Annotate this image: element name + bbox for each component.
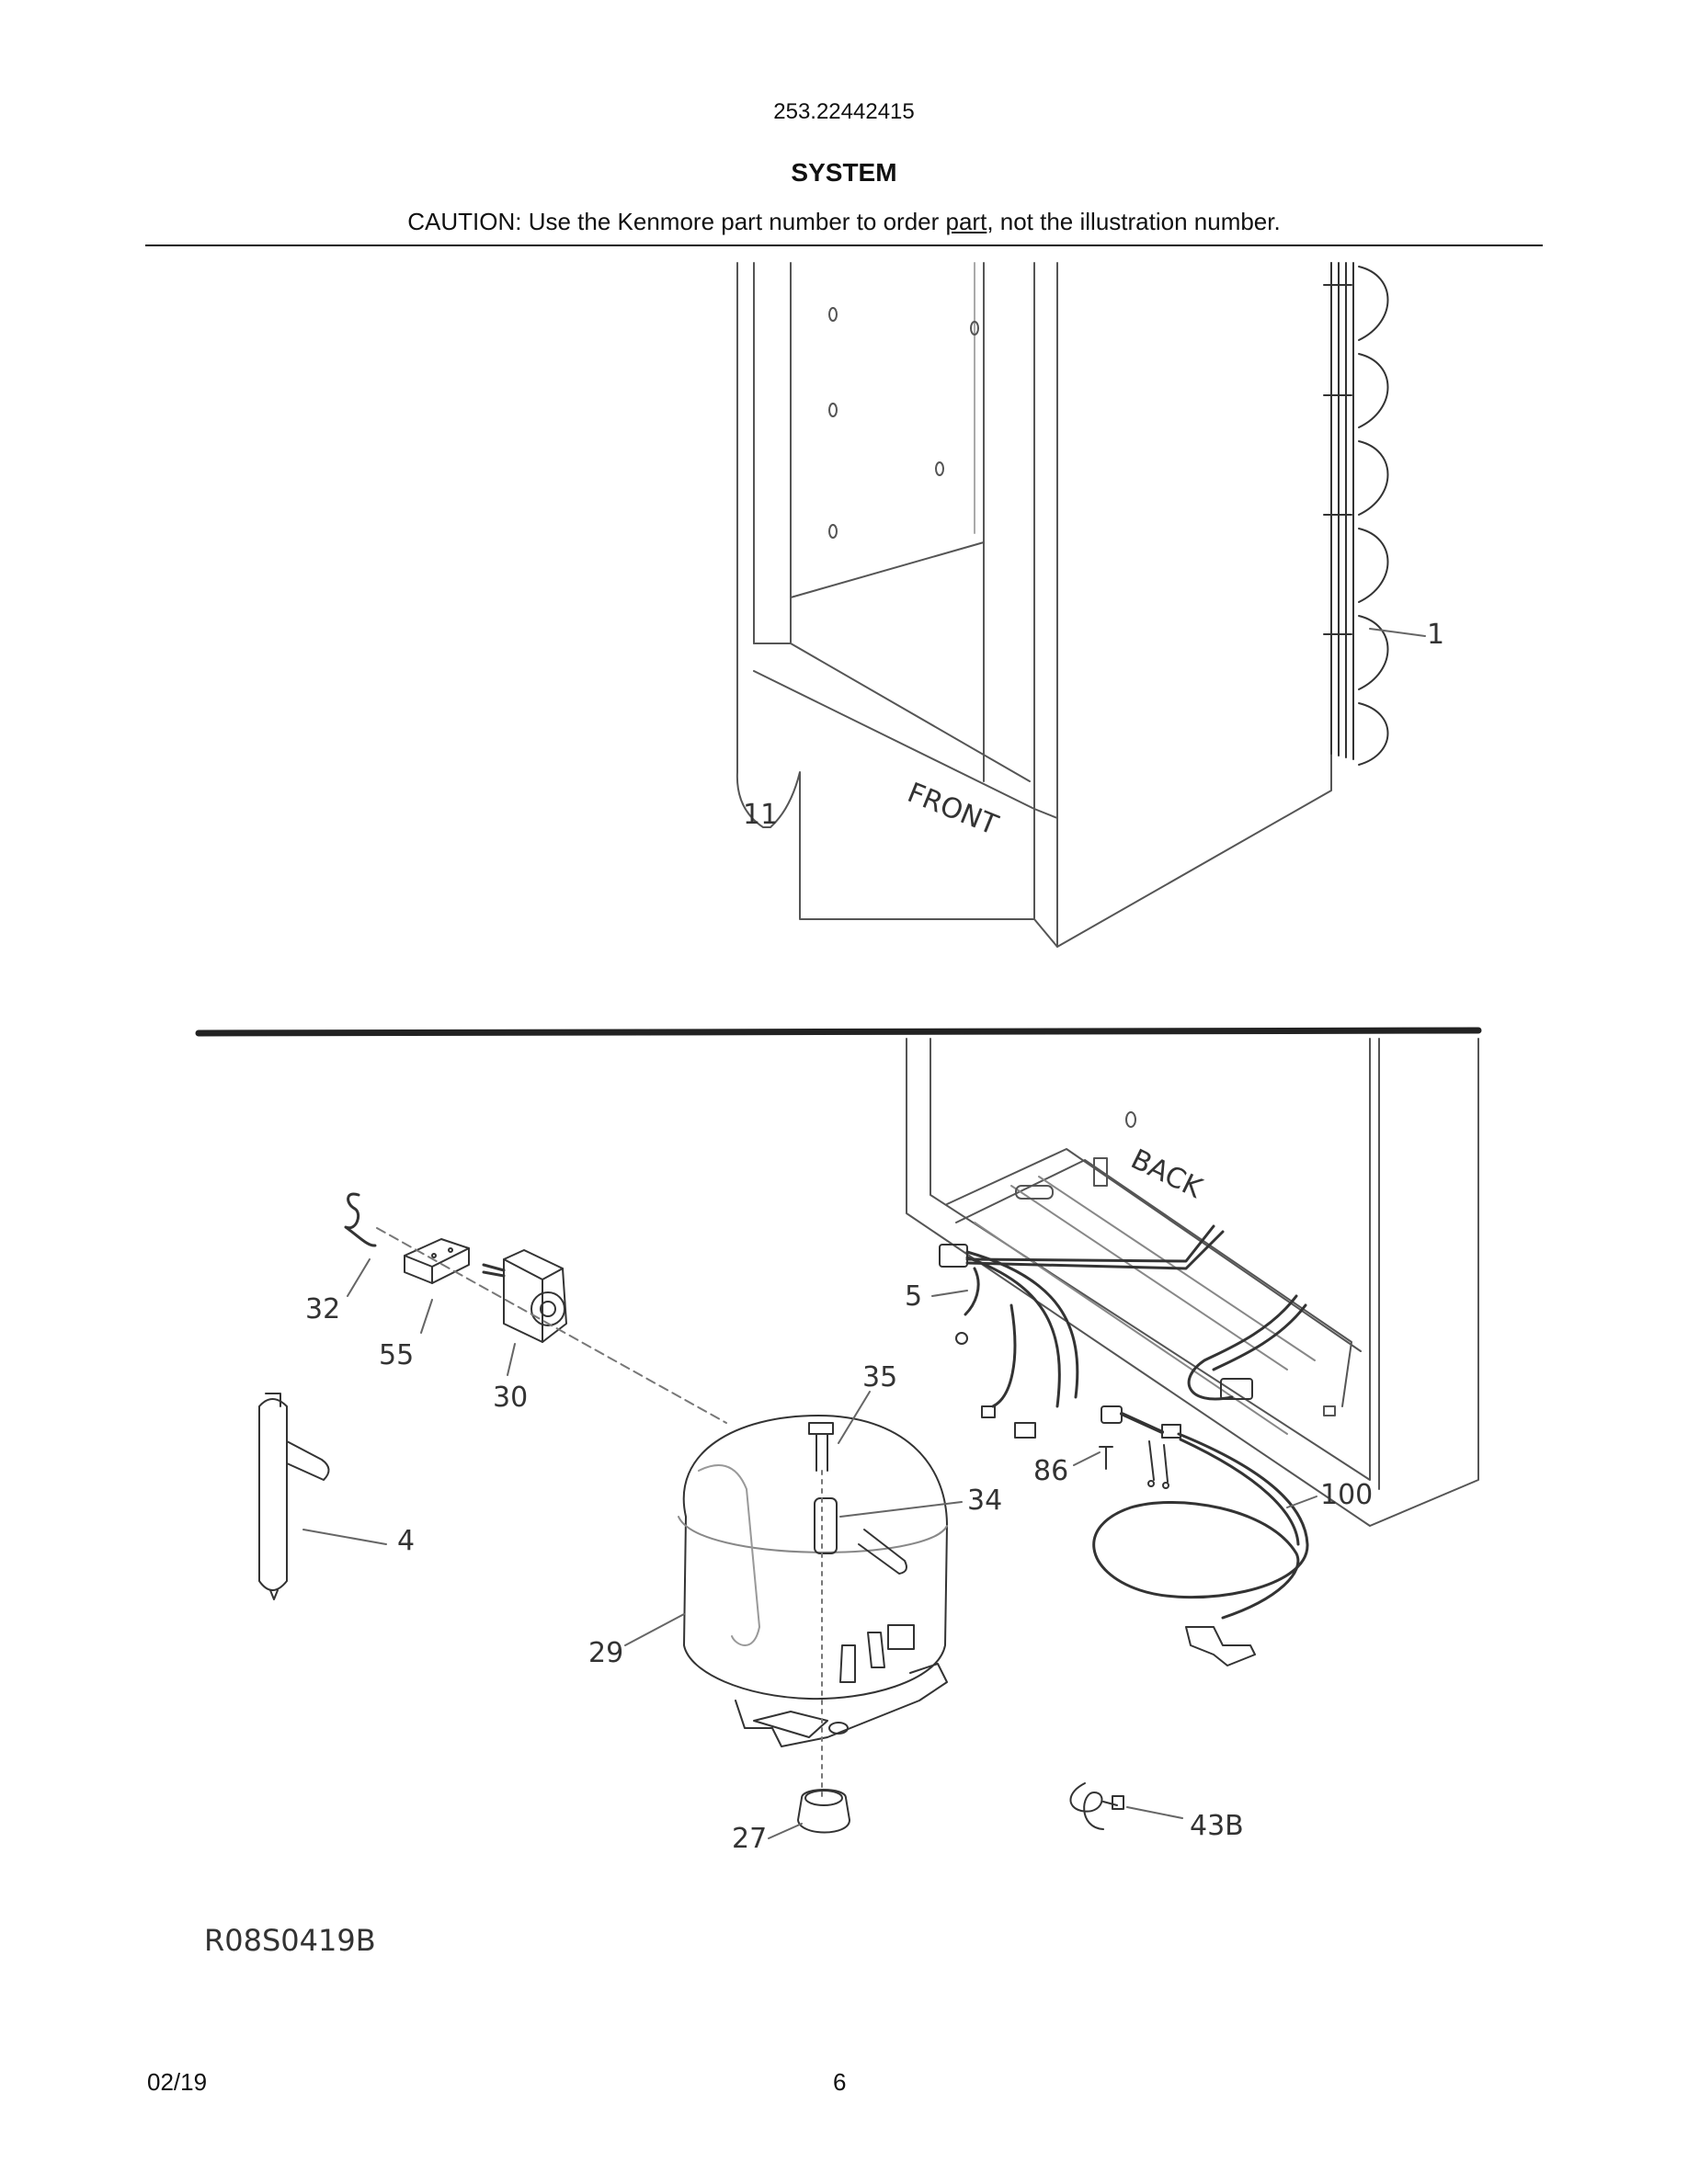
- compressor-illustration: [678, 1415, 948, 1747]
- leader-43b: [1126, 1806, 1183, 1819]
- model-number: 253.22442415: [773, 99, 915, 124]
- callout-34: 34: [967, 1484, 1002, 1517]
- start-relay-illustration: [482, 1249, 567, 1343]
- callout-11: 11: [743, 799, 778, 831]
- leader-35: [838, 1391, 871, 1444]
- cabinet-back-illustration: [906, 1038, 1479, 1527]
- callout-4: 4: [397, 1525, 415, 1557]
- leader-29: [624, 1613, 685, 1646]
- caution-text-after: , not the illustration number.: [987, 208, 1281, 235]
- caution-part-word: part: [945, 208, 987, 235]
- clip-illustration: [1069, 1782, 1124, 1830]
- caution-note: CAUTION: Use the Kenmore part number to …: [0, 208, 1688, 236]
- grommet-illustration: [797, 1789, 850, 1834]
- callout-5: 5: [905, 1280, 922, 1313]
- callout-86: 86: [1033, 1455, 1068, 1487]
- callout-29: 29: [588, 1637, 623, 1669]
- header-rule: [145, 245, 1543, 246]
- overload-protector-illustration: [404, 1238, 470, 1284]
- cabinet-illustration: [736, 262, 1332, 948]
- callout-55: 55: [379, 1339, 414, 1371]
- leader-86: [1073, 1451, 1101, 1466]
- callout-35: 35: [862, 1361, 897, 1393]
- callout-100: 100: [1320, 1479, 1373, 1511]
- leader-55: [420, 1299, 433, 1334]
- leader-1: [1369, 628, 1426, 637]
- leader-4: [302, 1529, 387, 1545]
- caution-text-before: CAUTION: Use the Kenmore part number to …: [407, 208, 946, 235]
- leader-27: [768, 1823, 803, 1839]
- leader-100: [1286, 1496, 1317, 1508]
- leader-5: [931, 1290, 968, 1297]
- condenser-coil-illustration: [1323, 262, 1389, 766]
- accumulator-illustration: [258, 1393, 330, 1600]
- callout-27: 27: [732, 1823, 767, 1855]
- screw-illustration: [1099, 1446, 1113, 1470]
- drawing-id: R08S0419B: [204, 1923, 376, 1958]
- leader-34: [839, 1501, 963, 1518]
- section-divider: [195, 1027, 1482, 1037]
- relay-clip-illustration: [344, 1192, 377, 1247]
- power-cord-illustration: [1092, 1405, 1309, 1666]
- callout-43b: 43B: [1190, 1810, 1244, 1842]
- callout-1: 1: [1427, 619, 1444, 651]
- leader-32: [347, 1258, 371, 1297]
- callout-30: 30: [493, 1382, 528, 1414]
- assembly-dash-line: [376, 1227, 727, 1424]
- revision-date: 02/19: [147, 2068, 208, 2096]
- leader-30: [507, 1343, 516, 1376]
- section-title: SYSTEM: [791, 158, 897, 187]
- page-number: 6: [833, 2068, 847, 2096]
- wire-harness-illustration: [939, 1224, 1307, 1439]
- callout-32: 32: [305, 1293, 340, 1325]
